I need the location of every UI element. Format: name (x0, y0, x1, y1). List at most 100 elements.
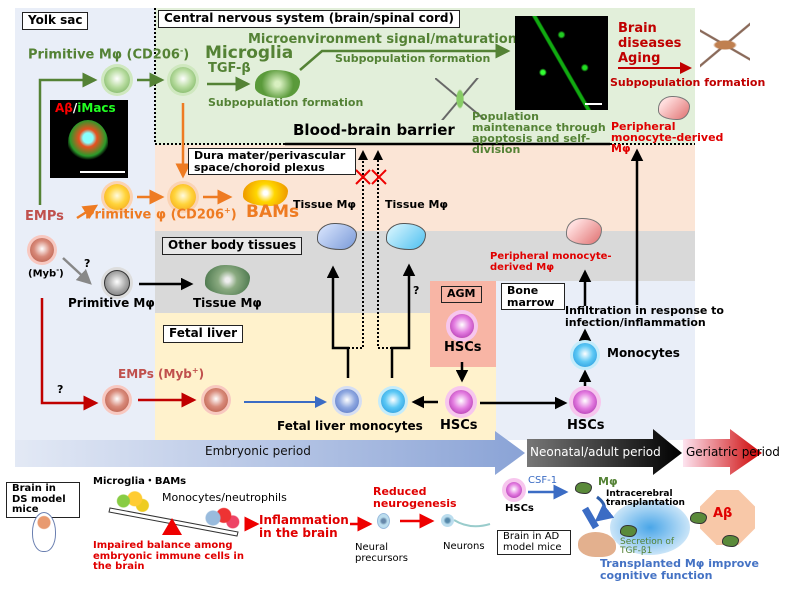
neural-precursor-cell (377, 513, 390, 529)
microenvironment-label: Microenvironment signal/maturation (248, 32, 517, 47)
tissue-mphi-label-2: Tissue Mφ (385, 198, 449, 211)
hscs-label-agm: HSCs (444, 340, 482, 355)
myb-neg-label: (Myb-) (28, 266, 64, 280)
brain-diseases-aging-label: Brain diseases Aging (618, 21, 682, 66)
primitive-mphi-label: Primitive Mφ (68, 296, 155, 310)
tissue-mphi-green-cell (205, 265, 250, 295)
mphi-green-cell (575, 482, 592, 494)
abeta-imacs-label: Aβ/iMacs (55, 101, 116, 115)
other-body-tissues-label: Other body tissues (162, 237, 303, 255)
hsc-cell-bottom (506, 482, 522, 498)
neurons-label: Neurons (443, 541, 485, 552)
csf1-label: CSF-1 (528, 475, 558, 486)
embryonic-period-arrow (15, 431, 525, 475)
yolk-sac-label: Yolk sac (22, 12, 89, 30)
geriatric-period-arrow (683, 429, 762, 475)
microglia-precursor-cell (170, 67, 196, 93)
emp-mybpos-cell-2 (204, 388, 228, 412)
mouse-icon (578, 532, 616, 557)
peripheral-monocyte-mphi-top-label: Peripheral monocyte-derived Mφ (611, 120, 724, 155)
tissue-mphi-label-3: Tissue Mφ (193, 296, 262, 310)
blocked-x-icon (355, 169, 387, 185)
question-mark-2: ? (57, 383, 64, 396)
microglia-bams-label: Microglia・BAMs (93, 476, 187, 487)
tissue-mphi-cyan-cell (386, 223, 426, 250)
bone-marrow-label: Bone marrow (501, 283, 565, 311)
peripheral-monocyte-mphi-label: Peripheral monocyte-derived Mφ (490, 251, 612, 273)
tissue-mphi-blue-cell (317, 223, 357, 250)
hsc-cell-liver (449, 390, 473, 414)
inflammation-label: Inflammation in the brain (259, 513, 349, 540)
fetal-liver-monocyte-cell-2 (381, 389, 405, 413)
impaired-balance-label: Impaired balance among embryonic immune … (93, 540, 244, 572)
agm-label: AGM (441, 286, 482, 303)
question-mark-3: ? (413, 284, 420, 297)
period-arrows (15, 429, 762, 475)
transplanted-label: Transplanted Mφ improve cognitive functi… (600, 557, 759, 582)
ad-model-mice-label: Brain in AD model mice (497, 530, 571, 555)
emps-label: EMPs (25, 209, 64, 224)
primitive-mphi-cd206neg-label: Primitive Mφ (CD206-) (28, 46, 190, 63)
adult-period-arrow (527, 429, 682, 475)
scale-bar (80, 171, 125, 173)
peripheral-mphi-cell (566, 218, 602, 245)
infiltration-label: Infiltration in response to infection/in… (565, 304, 724, 330)
primitive-mphi-cell (104, 67, 130, 93)
dura-mater-label: Dura mater/perivascular space/choroid pl… (188, 148, 356, 176)
population-maintenance-label: Population maintenance through apoptosis… (472, 110, 606, 156)
embryonic-period-label: Embryonic period (205, 444, 311, 458)
emp-mybpos-cell-1 (105, 388, 129, 412)
microglia-cell (255, 70, 300, 98)
transplanted-mphi-cell (722, 535, 739, 547)
fulcrum-icon (162, 518, 182, 535)
question-mark: ? (84, 257, 91, 270)
tissue-mphi-label-1: Tissue Mφ (293, 198, 357, 211)
monocytes-neutrophils-cluster (204, 505, 240, 531)
subpopulation-formation-3: Subpopulation formation (610, 76, 766, 89)
blood-brain-barrier-label: Blood-brain barrier (293, 121, 455, 139)
hsc-cell-marrow (573, 390, 597, 414)
hsc-cell-agm (450, 314, 474, 338)
bams-label: BAMs (246, 202, 300, 222)
hscs-label-marrow: HSCs (567, 418, 605, 433)
peripheral-mphi-cell-top (658, 96, 690, 120)
fetal-liver-monocyte-cell-1 (335, 389, 359, 413)
primitive-phi-cd206pos-label: Primitive φ (CD206+) (85, 206, 237, 223)
fetal-liver-label: Fetal liver (163, 325, 244, 343)
intracerebral-label: Intracerebral transplantation (606, 489, 685, 509)
scale-bar (585, 103, 602, 105)
geriatric-period-label: Geriatric period (686, 445, 780, 459)
neuron-icon (441, 514, 454, 527)
adult-period-label: Neonatal/adult period (530, 445, 661, 459)
transplanted-mphi-cell (620, 525, 637, 537)
embryo-icon (32, 512, 56, 552)
primitive-phi-cell (104, 184, 130, 210)
transplanted-mphi-cell (690, 512, 707, 524)
secretion-label: Secretion of TGF-β1 (620, 537, 675, 557)
monocytes-neutrophils-label: Monocytes/neutrophils (162, 491, 287, 504)
mphi-label: Mφ (598, 475, 618, 488)
subpopulation-formation-1: Subpopulation formation (208, 96, 364, 109)
other-tissues-region-lower (155, 280, 430, 313)
neural-precursors-label: Neural precursors (355, 542, 408, 564)
hscs-label-bottom: HSCs (505, 503, 534, 514)
aged-microglia-icon (700, 15, 750, 75)
microglia-microscopy-image (515, 16, 608, 110)
microglia-bams-cluster (112, 490, 150, 512)
subpopulation-formation-2: Subpopulation formation (335, 52, 491, 65)
imac-cell-image (68, 120, 108, 165)
emp-cell (30, 238, 54, 262)
monocytes-label: Monocytes (607, 346, 680, 360)
reduced-neurogenesis-label: Reduced neurogenesis (373, 485, 457, 510)
bam-precursor-cell (170, 184, 196, 210)
monocyte-cell (573, 343, 597, 367)
abeta-label: Aβ (713, 506, 733, 521)
hscs-label-liver: HSCs (440, 418, 478, 433)
primitive-mphi-gray-cell (104, 270, 130, 296)
fetal-liver-monocytes-label: Fetal liver monocytes (277, 419, 423, 433)
emps-mybpos-label: EMPs (Myb+) (118, 366, 205, 381)
cns-label: Central nervous system (brain/spinal cor… (158, 10, 460, 28)
bam-cell (243, 180, 288, 206)
resting-microglia-icon (435, 78, 485, 120)
